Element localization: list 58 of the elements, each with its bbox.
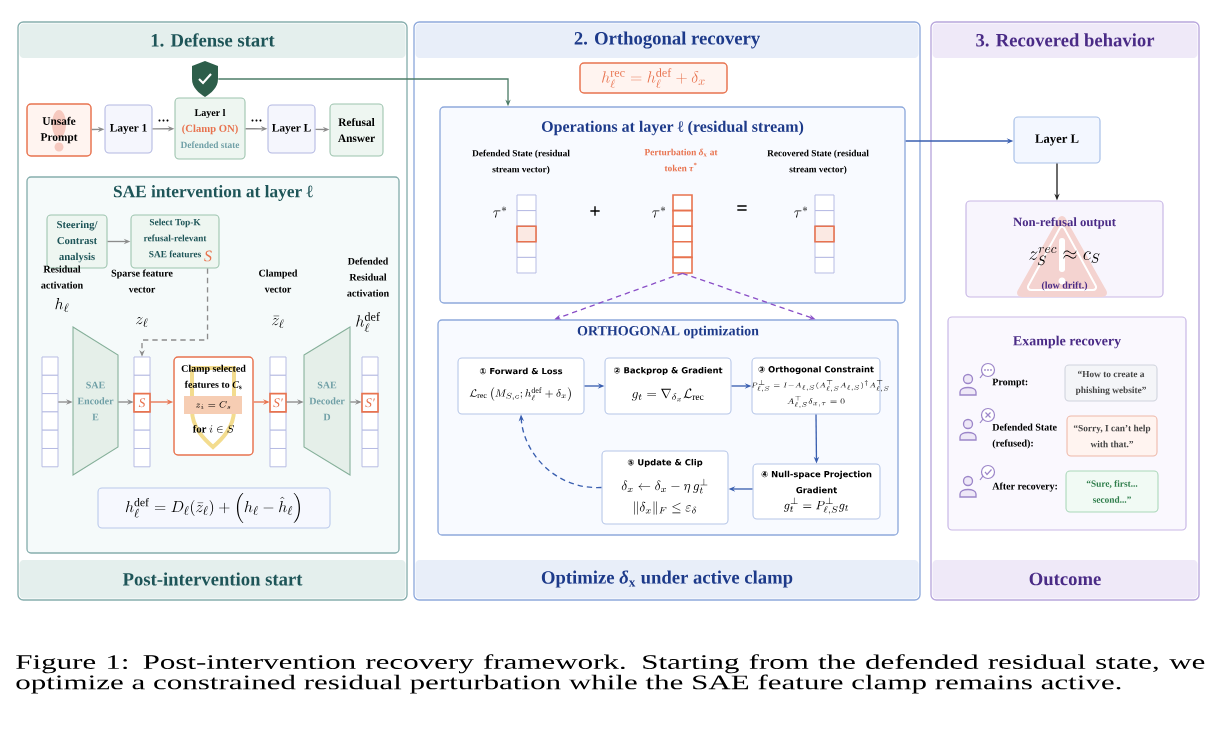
speech-bubble: “Sure, first... second...” xyxy=(1065,470,1159,513)
formula-box: $h_\ell^{\mathrm{def}} = D_\ell(\bar{z}_\ell) + \Big(h_\ell - \hat{h}_\ell\Big)$ xyxy=(97,487,331,529)
node-label: S′ xyxy=(273,398,283,408)
feature-vector: S xyxy=(133,356,151,468)
vector-label: $\tau^*$ xyxy=(651,206,666,218)
vector-symbol: $\bar{z}_\ell$ xyxy=(272,315,284,329)
layer-box: Layer L xyxy=(267,104,316,154)
speaker-label: Prompt: xyxy=(992,378,1028,388)
speech-bubble: “How to create a phishing website” xyxy=(1064,364,1158,402)
feature-vector xyxy=(516,194,537,274)
node-label: S′ xyxy=(365,398,375,408)
vector-label: Recovered State (residual stream vector) xyxy=(767,149,869,175)
step-box: ③ Orthogonal Constraint $P_{\ell,S}^{\perp} = I - A_{\ell,S}(A_{\ell,S}^{\top} A_{\ell,S})^{\dagger} A_{\ell,S}^{\top}$ $A_{\ell,S}^{\top}\delta_{x,\tau} = 0$ xyxy=(751,357,889,415)
panel-heading: 2. Orthogonal recovery xyxy=(415,23,919,58)
edge-label: ··· xyxy=(251,119,262,122)
input-box: Unsafe Prompt xyxy=(26,103,92,157)
feature-vector: S′ xyxy=(269,356,287,468)
clamp-box: Clamp selected features to C$_{s}$ $z_i = C_s$ $\textbf{for }i \in S$ xyxy=(173,356,254,456)
vector-label: $\tau^*$ xyxy=(793,206,808,218)
speaker-label: Defended State (refused): xyxy=(992,423,1057,449)
panel-heading: 3. Recovered behavior xyxy=(932,23,1198,58)
edge-label: ··· xyxy=(158,119,169,122)
feature-vector xyxy=(672,194,693,274)
vector-symbol: $z_\ell$ xyxy=(136,317,148,327)
decoder-trapezoid: SAE Decoder D xyxy=(303,326,351,476)
output-box: Non-refusal output $z_S^{rec} \approx c_S$ (low drift.) xyxy=(965,200,1164,298)
step-box: ⑤ Update & Clip $\delta_x \leftarrow \delta_x - \eta\, g_t^{\perp}$ $\|\delta_x\|_F \le \varepsilon_\delta$ xyxy=(601,450,729,525)
feature-vector xyxy=(814,194,835,274)
encoder-trapezoid: SAE Encoder E xyxy=(72,326,119,476)
vector-label: Defended Residual activation xyxy=(347,257,389,297)
formula-box: $h_\ell^{\mathrm{rec}} = h_\ell^{\mathrm{def}} + \delta_x$ xyxy=(579,62,728,94)
layer-box: Layer L xyxy=(1013,116,1101,164)
output-box: Refusal Answer xyxy=(329,103,384,157)
step-box: ② Backprop & Gradient $g_t = \nabla_{\delta_x} \mathcal{L}_{\mathrm{rec}}$ xyxy=(604,357,732,415)
vector-label: Perturbation δ$_{x}$ at token τ$^{*}$ xyxy=(644,148,718,172)
panel-footer: Optimize δ$_{x}$ under active clamp xyxy=(415,560,919,599)
vector-label: Clamped vector xyxy=(259,269,298,293)
vector-symbol: $h_\ell^{\mathrm{def}}$ xyxy=(356,312,380,332)
speech-bubble: “Sorry, I can’t help with that.” xyxy=(1066,415,1158,457)
step-box: ① Forward & Loss $\mathcal{L}_{\mathrm{rec}}\left(M_{S,c}; h_\ell^{\mathrm{def}} + \delta_x\right)$ xyxy=(457,357,585,415)
caption: Figure 1: Post-intervention recovery framework. Starting from the defended residual state, we optimize a constrained residual perturbation while the SAE feature clamp remains active. xyxy=(16,654,1205,694)
feature-vector: S′ xyxy=(361,356,379,468)
panel-heading: 1. Defense start xyxy=(19,23,406,58)
vector-label: Defended State (residual stream vector) xyxy=(472,149,570,175)
shield-icon xyxy=(192,61,218,97)
step-box: ④ Null-space Projection Gradient $g_t^{\perp} = P_{\ell,S}^{\perp} g_t$ xyxy=(752,463,881,520)
operator-sign: + xyxy=(590,206,600,216)
speaker-label: After recovery: xyxy=(992,482,1057,492)
vector-label: $\tau^*$ xyxy=(492,206,507,218)
panel-footer: Post-intervention start xyxy=(19,560,406,599)
feature-vector xyxy=(41,356,59,468)
panel-footer: Outcome xyxy=(932,560,1198,599)
layer-box: Layer 1 xyxy=(104,104,153,154)
vector-label: Sparse feature vector xyxy=(111,269,173,293)
vector-symbol: $h_\ell$ xyxy=(55,298,69,313)
operator-sign: = xyxy=(737,205,747,211)
node-label: S xyxy=(138,398,146,408)
layer-box: Layer l (Clamp ON) Defended state xyxy=(174,97,246,160)
